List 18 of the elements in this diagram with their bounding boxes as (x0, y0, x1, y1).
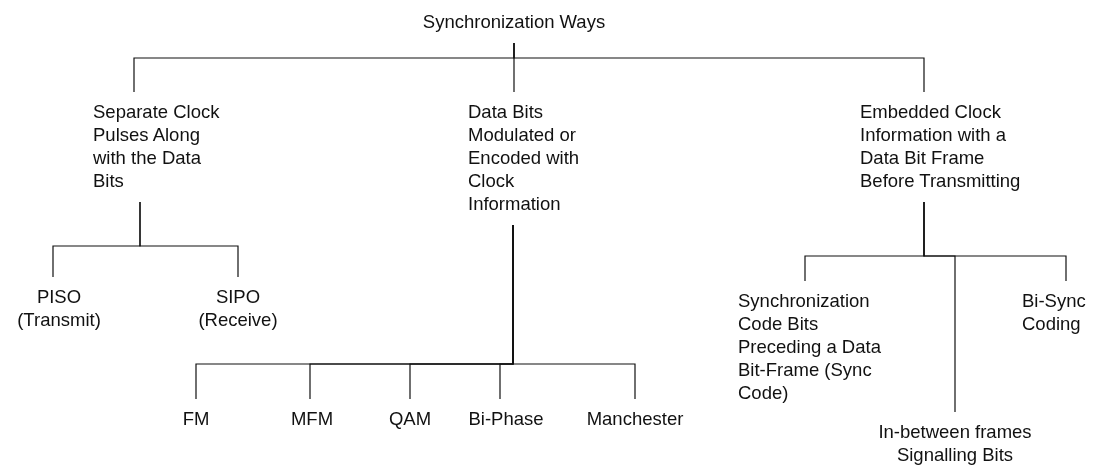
category-label: Embedded Clock Information with a Data Bit Frame Before Transmitting (860, 100, 1022, 192)
category-label: Separate Clock Pulses Along with the Data Bits (93, 100, 221, 192)
category-label: Bi-Sync Coding (1022, 289, 1087, 335)
category-label: PISO (Transmit) (16, 285, 102, 331)
category-label: Synchronization Code Bits Preceding a Data Bit-Frame (Sync Code) (738, 289, 882, 404)
category-label: SIPO (Receive) (197, 285, 279, 331)
category-label: Data Bits Modulated or Encoded with Clock Information (468, 100, 581, 215)
category-label: Manchester (585, 407, 685, 430)
connector-line (513, 42, 925, 93)
category-label: FM (181, 407, 211, 430)
category-label: QAM (387, 407, 433, 430)
category-label: MFM (289, 407, 335, 430)
root-label: Synchronization Ways (421, 10, 607, 33)
connector-line (139, 201, 239, 278)
connector-line (923, 201, 1067, 282)
category-label: In-between frames Signalling Bits (877, 420, 1033, 466)
category-label: Bi-Phase (467, 407, 545, 430)
connector-line (512, 224, 636, 400)
